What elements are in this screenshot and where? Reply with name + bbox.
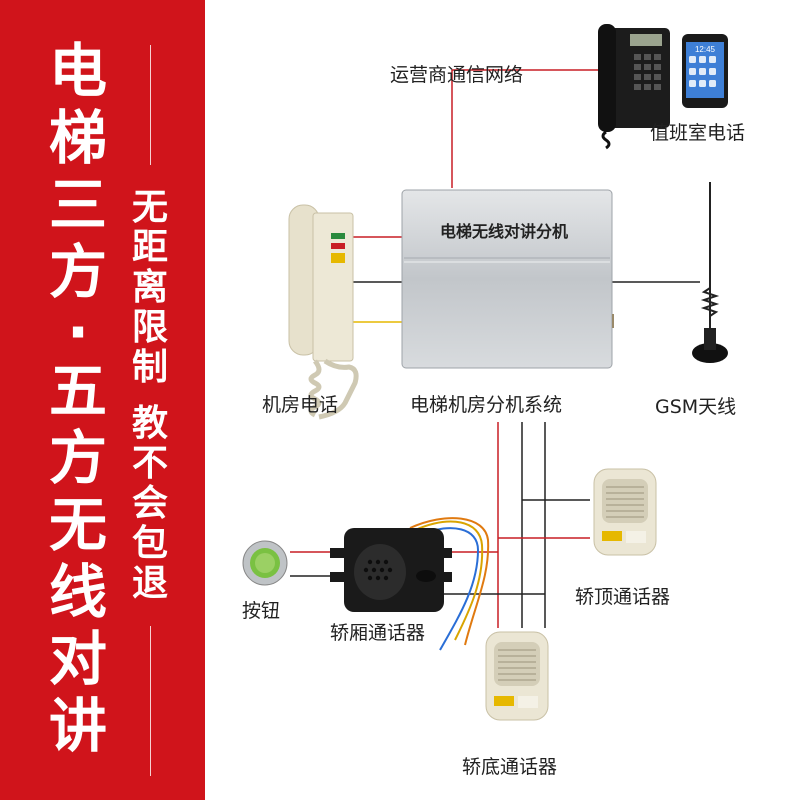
banner-title-char: 方 — [48, 238, 107, 306]
label-button: 按钮 — [242, 600, 281, 622]
device-name-plate: 电梯无线对讲分机 — [440, 222, 569, 241]
banner-subtitle-refund-guarantee: 教 不 会 包 退 — [128, 404, 172, 604]
label-carrier-network: 运营商通信网络 — [390, 64, 524, 86]
box-shape — [401, 189, 614, 369]
banner-title-char: 线 — [48, 558, 107, 626]
banner-sub-char: 距 — [131, 227, 168, 268]
banner-title-char: 三 — [48, 171, 107, 239]
banner-title-char: 梯 — [48, 104, 107, 172]
label-machine-room-phone: 机房电话 — [262, 394, 339, 416]
banner-title: 电 梯 三 方 · 五 方 无 线 对 讲 — [38, 38, 118, 760]
banner-sub-char: 退 — [131, 563, 168, 604]
label-duty-room-phone: 值班室电话 — [650, 122, 746, 144]
call-button-icon — [242, 540, 288, 586]
car-roof-intercom-icon — [593, 468, 657, 556]
gsm-antenna-icon — [692, 182, 728, 363]
intercom-unit-box: 电梯无线对讲分机 — [400, 188, 614, 370]
banner-divider-bottom — [150, 626, 151, 776]
smartphone-clock: 12:45 — [695, 45, 716, 54]
banner-title-char: 电 — [48, 37, 107, 105]
banner-sub-char: 会 — [131, 483, 168, 524]
promo-banner: 电 梯 三 方 · 五 方 无 线 对 讲 无 距 离 限 制 教 不 会 包 … — [0, 0, 205, 800]
cable-orange — [409, 517, 490, 646]
banner-sub-char: 教 — [131, 403, 168, 444]
banner-sub-char: 包 — [131, 523, 168, 564]
car-intercom-module-icon — [330, 528, 452, 612]
label-car-roof-intercom: 轿顶通话器 — [575, 586, 671, 608]
banner-sub-char: 不 — [131, 443, 168, 484]
banner-title-char: · — [66, 298, 90, 366]
cable-yellow — [414, 520, 484, 641]
banner-title-char: 无 — [48, 491, 107, 559]
banner-sub-char: 离 — [131, 267, 168, 308]
banner-sub-char: 限 — [131, 307, 168, 348]
machine-room-phone-icon — [288, 204, 359, 420]
car-bottom-intercom-icon — [485, 631, 549, 721]
banner-title-char: 方 — [48, 424, 107, 492]
label-machine-room-system: 电梯机房分机系统 — [410, 394, 563, 416]
label-gsm-antenna: GSM天线 — [655, 396, 737, 418]
banner-sub-char: 无 — [131, 187, 168, 228]
banner-title-char: 对 — [48, 625, 107, 693]
cable-blue — [419, 527, 480, 651]
desk-phone-icon — [598, 24, 670, 150]
banner-divider-top — [150, 45, 151, 165]
banner-title-char: 讲 — [48, 692, 107, 760]
banner-sub-char: 制 — [131, 347, 168, 388]
banner-subtitle-no-distance-limit: 无 距 离 限 制 — [128, 188, 172, 388]
banner-title-char: 五 — [48, 357, 107, 425]
label-car-bottom-intercom: 轿底通话器 — [462, 756, 558, 778]
smartphone-icon: 12:45 — [682, 34, 728, 108]
label-car-intercom: 轿厢通话器 — [330, 622, 426, 644]
